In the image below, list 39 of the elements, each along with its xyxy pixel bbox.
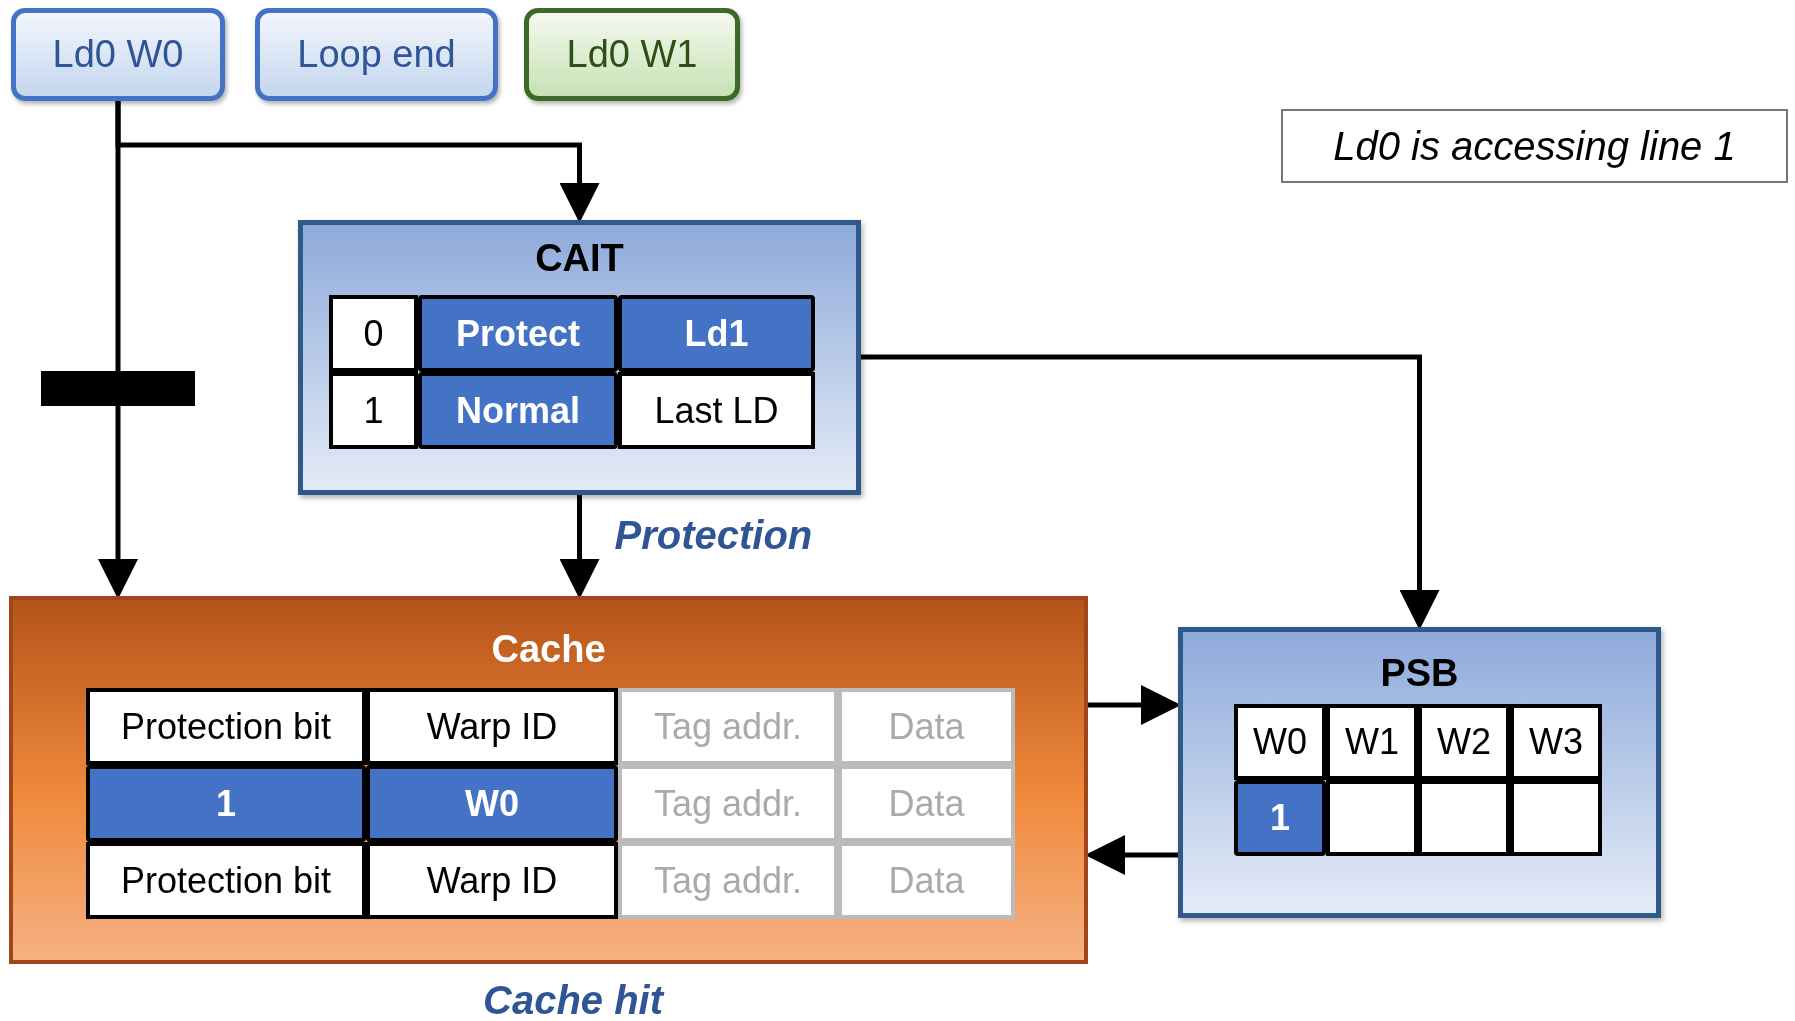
table-cell: 0: [329, 295, 418, 372]
table-panel: [1178, 627, 1661, 918]
arrow: [559, 495, 600, 599]
edge-label: Protection: [614, 513, 813, 558]
arrow: [98, 406, 138, 599]
table-cell: Data: [838, 842, 1015, 919]
table-cell: Protection bit: [86, 842, 366, 919]
table-cell: Warp ID: [366, 688, 618, 765]
table-cell: Normal: [418, 372, 618, 449]
table-cell: Protect: [418, 295, 618, 372]
panel-title: Cache: [490, 628, 607, 671]
table-cell: Data: [838, 688, 1015, 765]
instruction-box: Ld0 W1: [524, 8, 740, 101]
table-cell: W3: [1510, 704, 1602, 780]
table-cell: Tag addr.: [618, 688, 838, 765]
note-box: Ld0 is accessing line 1: [1281, 109, 1788, 183]
table-panel: [298, 220, 861, 495]
table-cell: 1: [1234, 780, 1326, 856]
table-cell: Warp ID: [366, 842, 618, 919]
panel-title: PSB: [1379, 652, 1460, 695]
table-cell: 1: [86, 765, 366, 842]
table-cell: W0: [366, 765, 618, 842]
connector-line: [115, 101, 121, 371]
caption-text: Cache hit: [483, 978, 664, 1021]
cache-panel: [9, 596, 1088, 964]
table-cell: Ld1: [618, 295, 815, 372]
stall-bar: [41, 371, 195, 406]
table-cell: W0: [1234, 704, 1326, 780]
table-cell: W1: [1326, 704, 1418, 780]
table-cell: Tag addr.: [618, 765, 838, 842]
table-cell: 1: [329, 372, 418, 449]
table-cell: W2: [1418, 704, 1510, 780]
panel-title: CAIT: [534, 237, 625, 280]
table-cell: Last LD: [618, 372, 815, 449]
instruction-box: Loop end: [255, 8, 498, 101]
table-cell: Protection bit: [86, 688, 366, 765]
table-cell: Tag addr.: [618, 842, 838, 919]
table-cell: Data: [838, 765, 1015, 842]
instruction-box: Ld0 W0: [11, 8, 225, 101]
